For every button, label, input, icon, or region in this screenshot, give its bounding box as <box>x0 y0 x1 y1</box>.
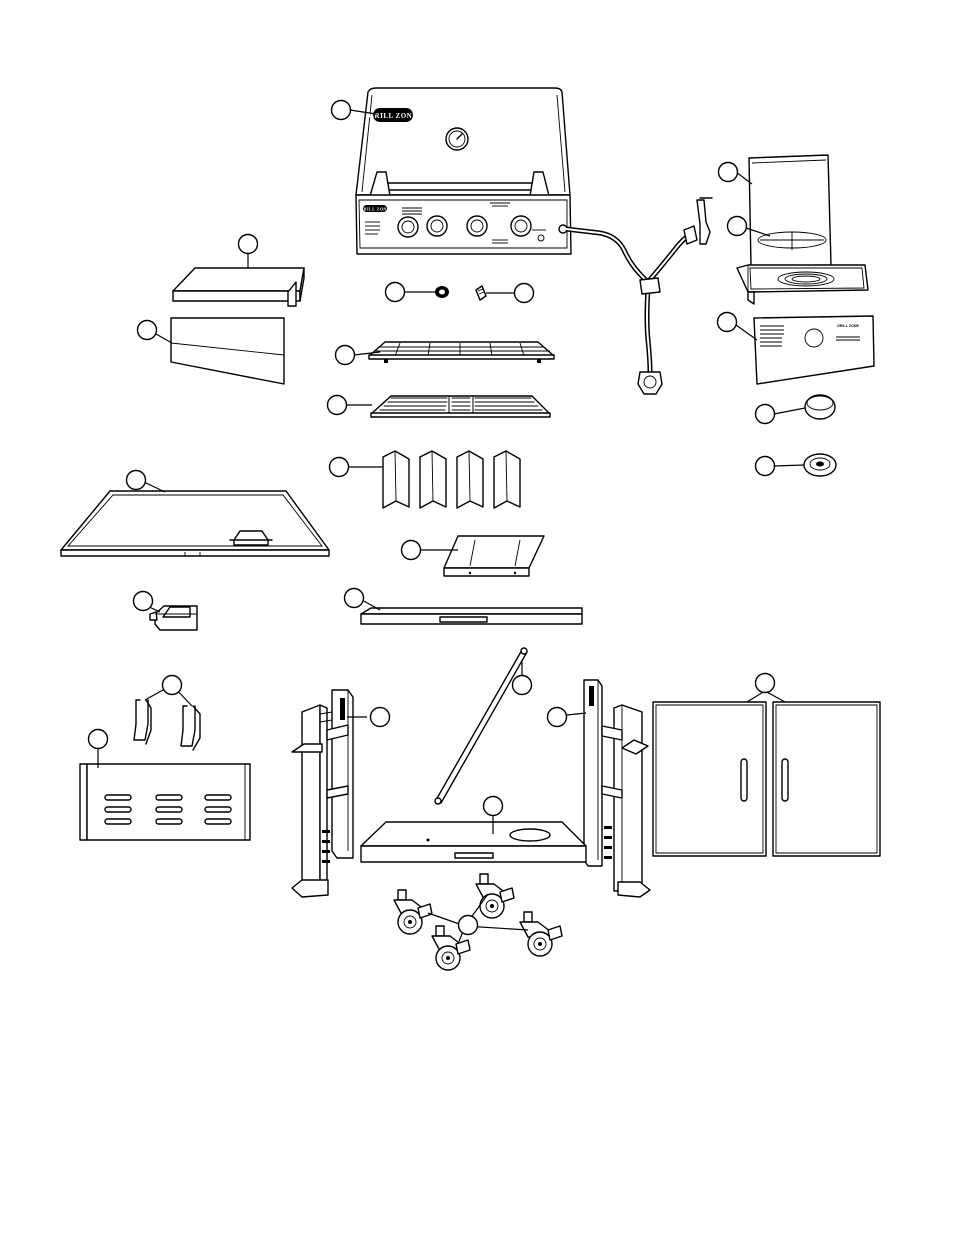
callout-side-burner-lid <box>719 163 738 182</box>
side-burner-base <box>737 265 868 304</box>
callout-drip-tray <box>345 589 364 608</box>
drip-tray <box>361 608 582 624</box>
grease-tray <box>444 536 544 576</box>
side-burner-bezel-part <box>804 454 836 476</box>
callout-hood <box>332 101 351 120</box>
doors <box>653 702 880 856</box>
callout-right-leg-frame <box>548 708 567 727</box>
grease-cup <box>150 606 197 630</box>
callout-flame-tamers <box>330 458 349 477</box>
callout-doors <box>756 674 775 693</box>
back-panel <box>80 764 250 840</box>
left-leg-frame <box>292 690 353 897</box>
left-side-shelf-panel <box>171 318 284 384</box>
caster-2 <box>476 874 514 918</box>
callout-bottom-shelf <box>484 797 503 816</box>
callout-left-leg-frame <box>371 708 390 727</box>
callout-crossbar <box>513 676 532 695</box>
callout-casters <box>459 916 478 935</box>
bezel-part <box>476 286 486 300</box>
cooking-grates <box>371 396 550 417</box>
side-burner-lid <box>749 155 831 266</box>
left-side-shelf-top <box>173 268 304 306</box>
callout-side-shelf-top <box>239 235 258 254</box>
callout-bezel <box>515 284 534 303</box>
caster-4 <box>520 912 562 956</box>
warming-rack <box>369 342 554 363</box>
callout-grease-cup <box>134 592 153 611</box>
crossbar-rod <box>435 648 527 804</box>
panel-logo: GRILL ZONE <box>360 207 390 212</box>
callout-side-knob <box>756 405 775 424</box>
caster-1 <box>394 890 432 934</box>
callout-back-panel <box>89 730 108 749</box>
callout-side-shelf-panel <box>138 321 157 340</box>
callout-knob <box>386 283 405 302</box>
bottom-shelf <box>361 822 586 862</box>
side-burner-panel: GRILL ZONE <box>754 316 874 384</box>
callout-side-burner-grate <box>728 217 747 236</box>
gas-hose-regulator <box>566 198 712 394</box>
knob-part <box>435 286 449 298</box>
side-burner-brand: GRILL ZONE <box>837 324 859 328</box>
large-panel <box>61 491 329 556</box>
casters <box>394 874 562 970</box>
hood-logo: GRILL ZONE <box>369 112 418 120</box>
side-burner-knob-part <box>805 395 835 419</box>
callout-grease-tray <box>402 541 421 560</box>
callout-cooking-grate <box>328 396 347 415</box>
right-leg-frame <box>584 680 650 897</box>
tank-brackets <box>134 700 200 750</box>
callout-side-bezel <box>756 457 775 476</box>
flame-tamers <box>383 451 520 508</box>
callout-warming-rack <box>336 346 355 365</box>
control-panel: GRILL ZONE <box>356 195 571 254</box>
callout-large-panel <box>127 471 146 490</box>
grill-hood: GRILL ZONE <box>356 88 570 196</box>
callout-tank-brackets <box>163 676 182 695</box>
callout-side-burner-panel <box>718 313 737 332</box>
